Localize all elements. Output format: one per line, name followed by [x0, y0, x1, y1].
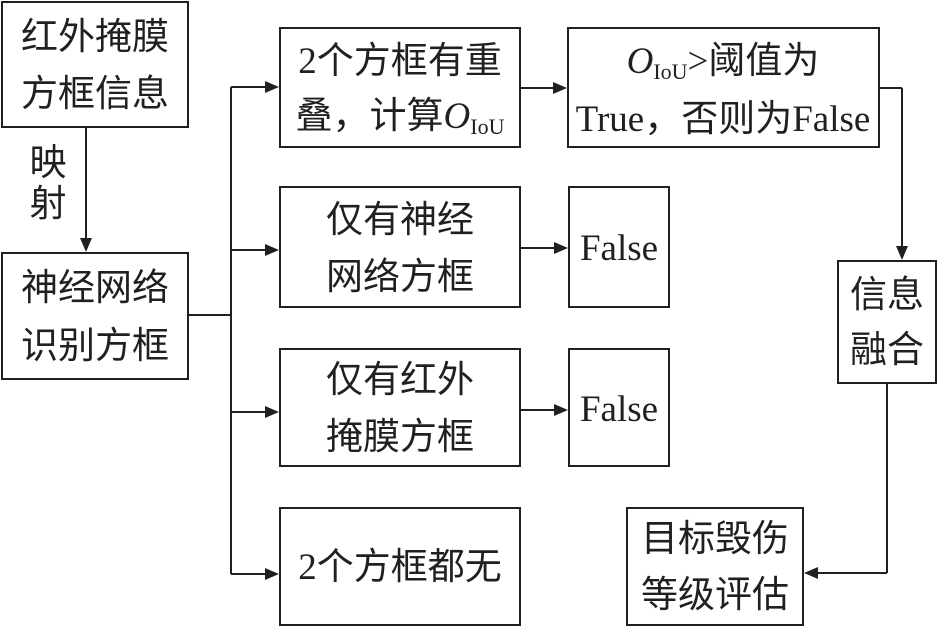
node-iou-rule: OIoU>阈值为 True，否则为False [567, 27, 880, 148]
node-only-ir-box [279, 348, 521, 467]
node-damage-eval-line-1: 目标毁伤 [641, 519, 789, 560]
arrowhead-only-nn-to-false [554, 242, 568, 254]
connectors [80, 81, 908, 580]
node-overlap-line-1: 2个方框有重 [298, 40, 502, 82]
node-iou-rule-box [567, 27, 880, 148]
node-infrared-info-line-2: 方框信息 [21, 73, 169, 115]
node-only-ir-line-2: 掩膜方框 [326, 416, 474, 458]
label-mapping-line-1: 映 [30, 143, 67, 184]
node-infrared-info-box [1, 1, 189, 128]
node-overlap: 2个方框有重 叠，计算OIoU [279, 27, 521, 148]
node-only-ir-result-box [568, 348, 670, 467]
arrowhead-only-ir-to-false [554, 404, 568, 416]
node-overlap-var-sub: IoU [470, 114, 504, 139]
node-infrared-info: 红外掩膜 方框信息 [1, 1, 189, 128]
node-none-label: 2个方框都无 [298, 546, 502, 588]
node-overlap-line-2-prefix: 叠，计算 [296, 95, 444, 137]
node-only-nn: 仅有神经 网络方框 [279, 186, 521, 308]
node-damage-eval-line-2: 等级评估 [641, 574, 789, 616]
arrowhead-overlap-to-rule [553, 82, 567, 94]
node-overlap-var: O [444, 96, 471, 137]
node-only-ir-result-label: False [580, 389, 658, 430]
node-nn-boxes-line-1: 神经网络 [21, 267, 169, 309]
node-damage-eval-box [626, 507, 804, 626]
node-iou-rule-line-2: True，否则为False [576, 99, 871, 140]
arrowhead-rule-to-fusion [896, 246, 908, 260]
node-iou-rule-var: O [627, 41, 654, 82]
node-iou-rule-var-sub: IoU [653, 59, 687, 84]
arrowhead-to-only-nn [265, 244, 279, 256]
node-iou-rule-line-1-suffix: >阈值为 [688, 41, 820, 82]
node-none: 2个方框都无 [279, 507, 521, 626]
label-mapping-line-2: 射 [30, 183, 67, 225]
node-only-nn-result-label: False [580, 228, 658, 269]
node-nn-boxes-box [1, 252, 189, 380]
node-nn-boxes-line-2: 识别方框 [21, 325, 169, 367]
node-fusion-line-1: 信息 [850, 274, 924, 316]
node-overlap-line-2: 叠，计算OIoU [296, 95, 505, 139]
node-nn-boxes: 神经网络 识别方框 [1, 252, 189, 380]
arrowhead-to-none [265, 568, 279, 580]
arrowhead-mapping [80, 238, 92, 252]
arrowhead-to-only-ir [265, 406, 279, 418]
arrowhead-fusion-to-eval [804, 567, 818, 579]
node-only-nn-line-1: 仅有神经 [326, 200, 474, 241]
node-damage-eval: 目标毁伤 等级评估 [626, 507, 804, 626]
node-iou-rule-line-1: OIoU>阈值为 [627, 41, 820, 84]
node-only-ir-result: False [568, 348, 670, 467]
arrowhead-to-overlap [265, 81, 279, 93]
node-only-nn-result-box [568, 186, 670, 308]
node-only-nn-box [279, 186, 521, 308]
node-fusion-line-2: 融合 [850, 329, 924, 371]
node-fusion-box [837, 260, 937, 384]
node-overlap-box [279, 27, 521, 148]
node-fusion: 信息 融合 [837, 260, 937, 384]
node-only-nn-result: False [568, 186, 670, 308]
node-none-box [279, 507, 521, 626]
node-only-nn-line-2: 网络方框 [326, 256, 474, 298]
node-infrared-info-line-1: 红外掩膜 [21, 16, 169, 58]
node-only-ir: 仅有红外 掩膜方框 [279, 348, 521, 467]
node-only-ir-line-1: 仅有红外 [326, 360, 474, 401]
label-mapping: 映 射 [30, 143, 67, 225]
